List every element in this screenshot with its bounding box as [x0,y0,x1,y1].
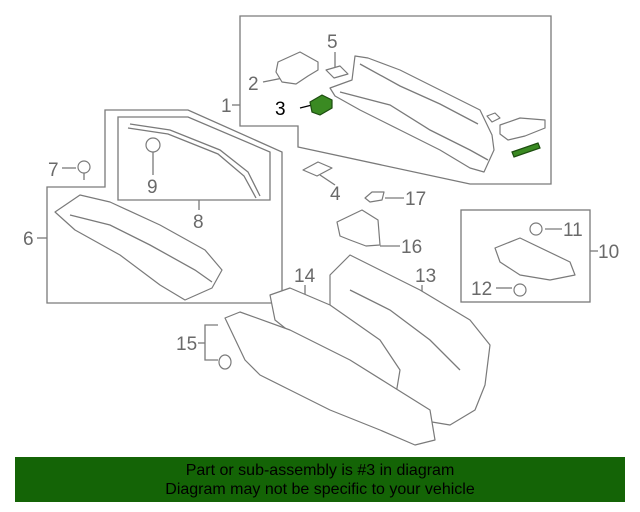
callout-1[interactable]: 1 [221,96,232,117]
part-2-bracket [275,51,319,85]
part-3-highlighted [309,94,333,116]
part-1-cowl-top [329,55,495,173]
callout-2[interactable]: 2 [248,74,259,95]
callout-12[interactable]: 12 [471,279,492,300]
part-8-seal [127,123,261,199]
callout-3[interactable]: 3 [275,99,286,120]
callout-17[interactable]: 17 [405,189,426,210]
callout-15[interactable]: 15 [176,334,197,355]
callout-16[interactable]: 16 [401,237,422,258]
group-box-6 [46,109,283,304]
callout-13[interactable]: 13 [415,266,436,287]
part-6-cowl-panel [54,194,223,301]
callout-14[interactable]: 14 [294,266,316,287]
callout-8[interactable]: 8 [193,212,204,233]
callout-10[interactable]: 10 [598,242,619,263]
part-green-duplicate [511,142,541,158]
callout-4[interactable]: 4 [330,184,341,205]
part-12-clip [513,283,527,297]
info-banner: Part or sub-assembly is #3 in diagram Di… [15,457,625,502]
callout-9[interactable]: 9 [147,177,158,198]
group-box-10 [460,209,591,303]
banner-disclaimer: Diagram may not be specific to your vehi… [165,481,475,498]
part-5-clip [325,65,349,79]
group-box-1 [239,15,552,185]
part-11-clip [529,222,543,236]
part-16-bracket [336,209,381,247]
callout-11[interactable]: 11 [563,220,583,241]
part-side-bracket [486,112,546,141]
part-7-clip [77,160,91,180]
part-17-grommet [364,191,385,203]
callout-5[interactable]: 5 [327,32,338,53]
leader-lines [37,52,598,361]
banner-part-note: Part or sub-assembly is #3 in diagram [185,462,455,479]
callout-6[interactable]: 6 [23,229,34,250]
part-10-bracket [494,237,576,281]
callout-7[interactable]: 7 [48,160,59,181]
part-15-insulator [218,311,436,446]
group-box-8 [117,116,271,201]
part-4-plate [302,161,333,177]
part-9-clip [145,137,161,158]
